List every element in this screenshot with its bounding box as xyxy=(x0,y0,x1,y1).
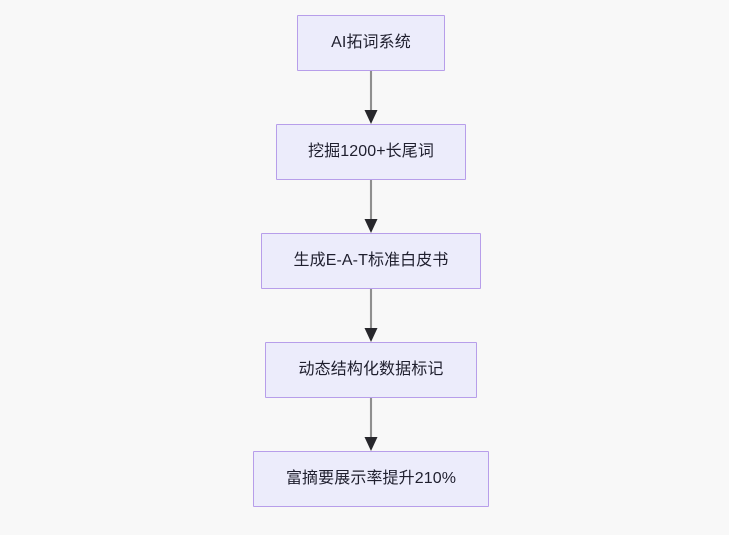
edge-n3-to-n4 xyxy=(364,289,378,342)
flow-node-generate-eat-whitepaper[interactable]: 生成E-A-T标准白皮书 xyxy=(261,233,481,289)
arrowhead-icon-3 xyxy=(364,328,378,342)
flow-node-label: 富摘要展示率提升210% xyxy=(285,470,457,487)
arrowhead-icon-1 xyxy=(364,110,378,124)
arrowhead-icon-2 xyxy=(364,219,378,233)
flow-node-label: 挖掘1200+长尾词 xyxy=(308,143,434,160)
flow-node-ai-keyword-system[interactable]: AI拓词系统 xyxy=(297,15,445,71)
flow-node-dynamic-structured-data-markup[interactable]: 动态结构化数据标记 xyxy=(265,342,477,398)
flow-node-label: AI拓词系统 xyxy=(331,34,411,51)
flow-node-label: 动态结构化数据标记 xyxy=(298,361,444,378)
edge-n4-to-n5 xyxy=(364,398,378,451)
flow-node-rich-snippet-rate-increase[interactable]: 富摘要展示率提升210% xyxy=(253,451,489,507)
edge-n1-to-n2 xyxy=(364,71,378,124)
edge-n2-to-n3 xyxy=(364,180,378,233)
flow-node-mine-longtail-keywords[interactable]: 挖掘1200+长尾词 xyxy=(276,124,466,180)
flow-node-label: 生成E-A-T标准白皮书 xyxy=(293,252,449,269)
arrowhead-icon-4 xyxy=(364,437,378,451)
